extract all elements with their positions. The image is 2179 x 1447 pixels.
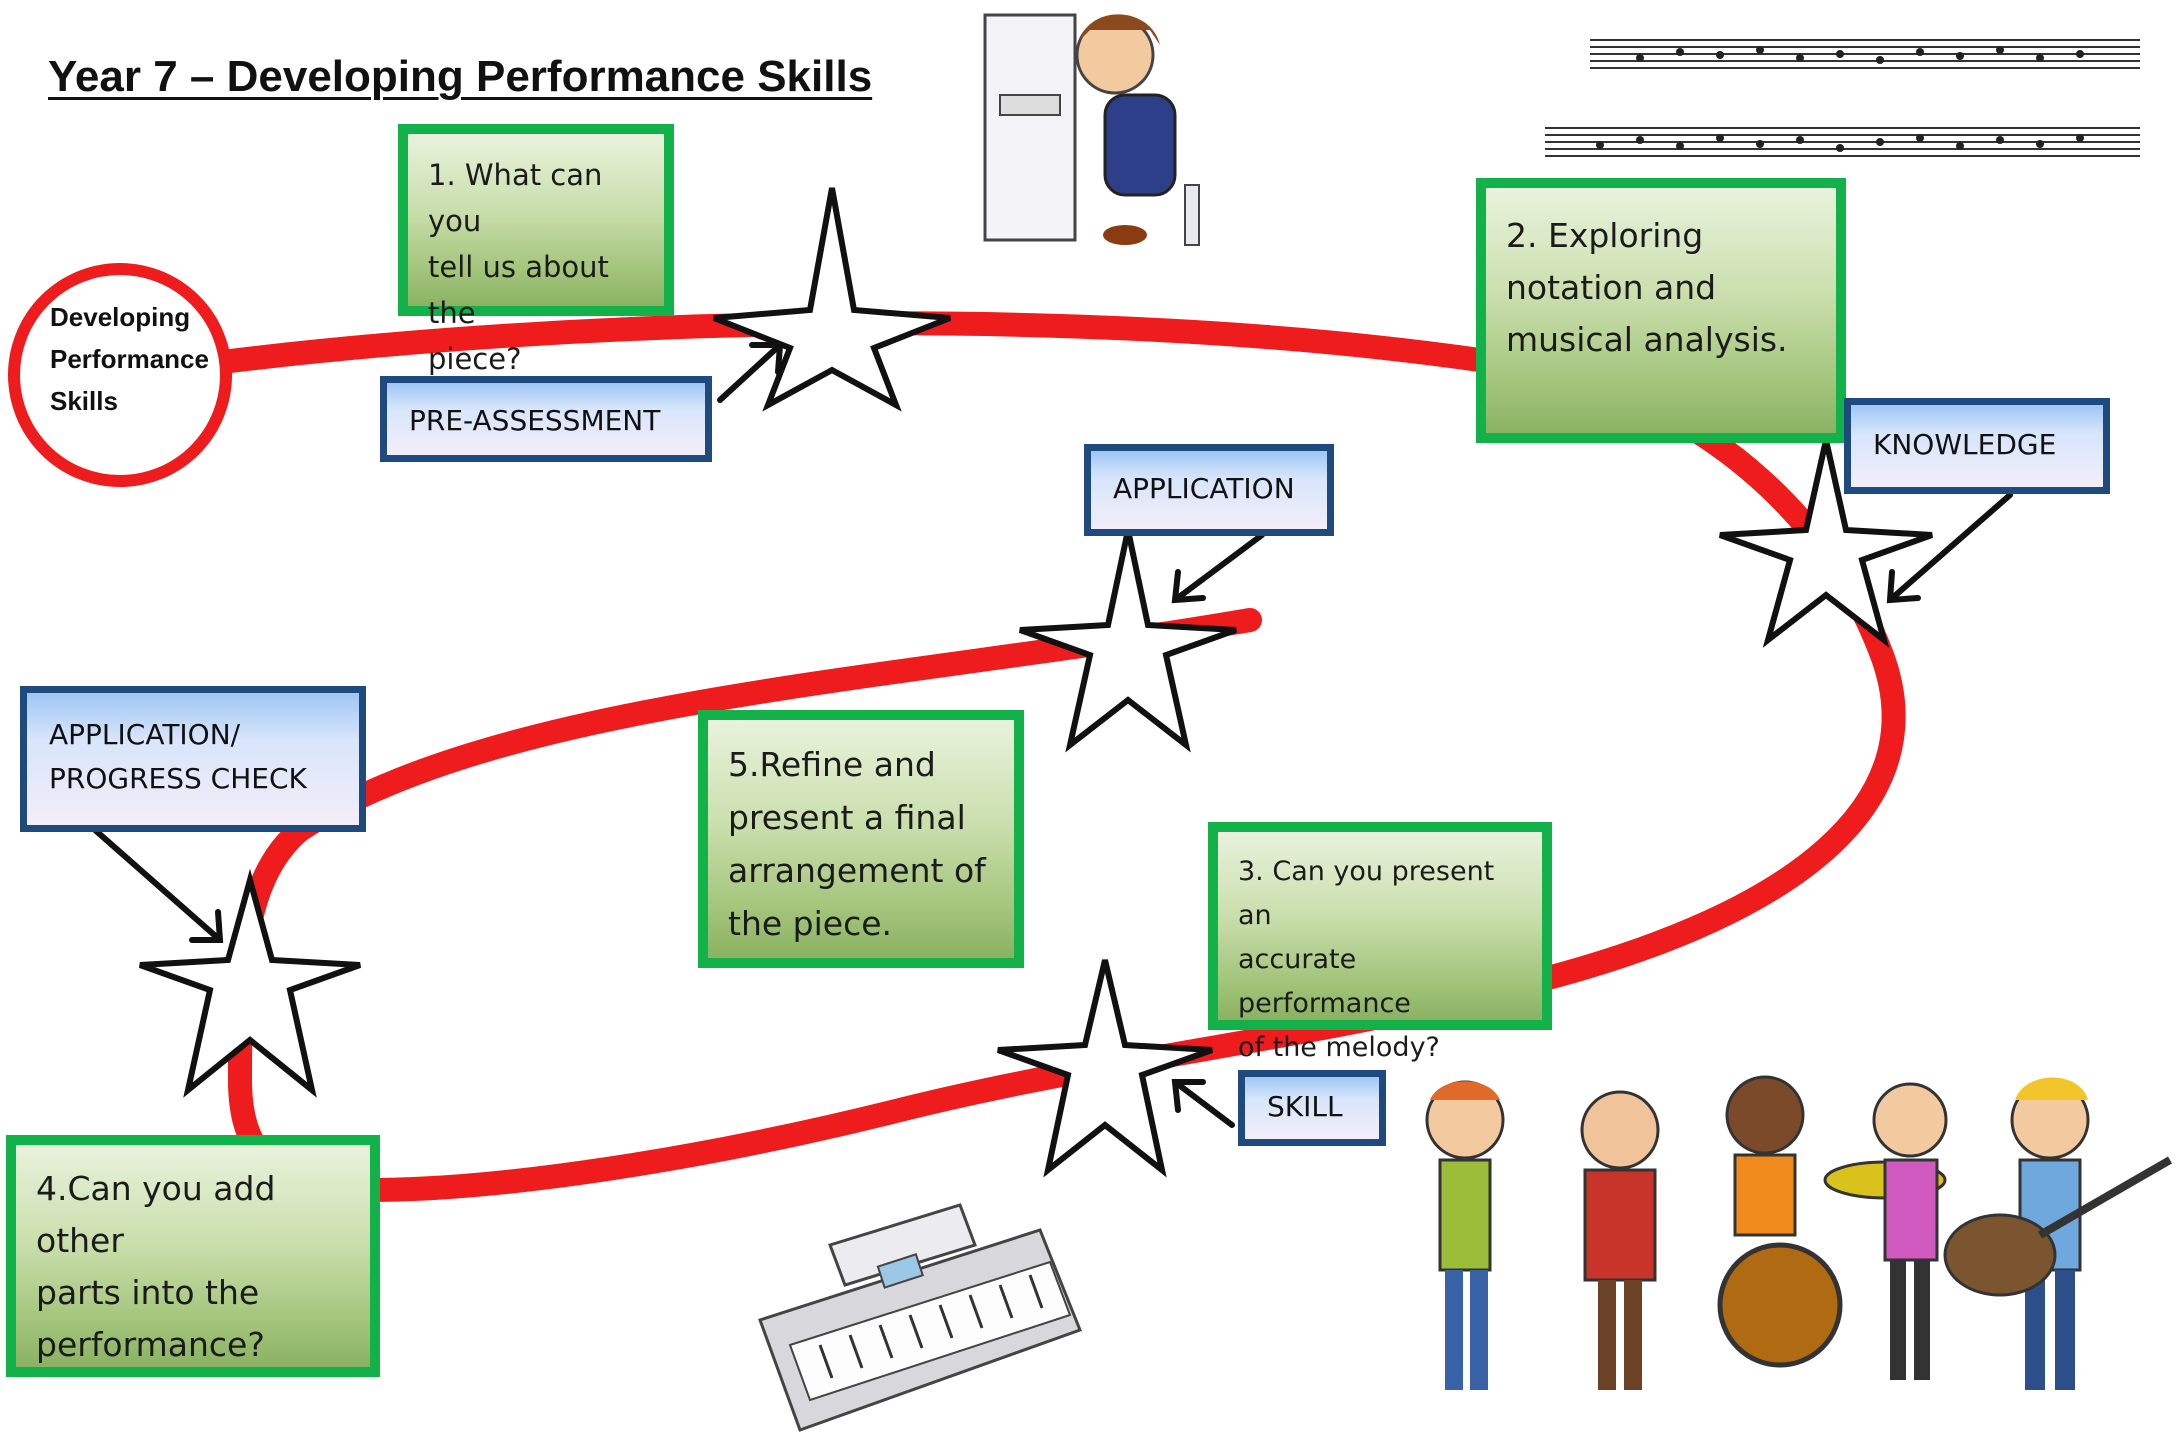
arrow-knowledge bbox=[1887, 492, 2013, 603]
stage-label-pre-assessment: PRE-ASSESSMENT bbox=[380, 376, 712, 462]
step-box-3: 3. Can you present an accurate performan… bbox=[1208, 822, 1552, 1063]
arrow-progress-check bbox=[92, 827, 223, 943]
arrow-pre-assessment bbox=[717, 342, 783, 403]
start-circle bbox=[8, 263, 232, 487]
star-icon bbox=[1718, 439, 1934, 648]
arrowhead bbox=[749, 342, 784, 375]
arrow-skill bbox=[1172, 1079, 1235, 1128]
star-icon bbox=[712, 187, 952, 412]
step-box-5: 5.Refine and present a final arrangement… bbox=[698, 710, 1024, 968]
arrow-application bbox=[1172, 532, 1265, 603]
stage-label-skill: SKILL bbox=[1238, 1070, 1386, 1146]
stage-label-application: APPLICATION bbox=[1084, 444, 1334, 536]
step-box-1: 1. What can you tell us about the piece? bbox=[398, 124, 674, 376]
step-box-2: 2. Exploring notation and musical analys… bbox=[1476, 178, 1846, 443]
page-title: Year 7 – Developing Performance Skills bbox=[48, 52, 873, 101]
band-illustration bbox=[1425, 1075, 2172, 1390]
start-label: Developing Performance Skills bbox=[50, 302, 209, 416]
sheet-music-icon bbox=[1545, 39, 2140, 157]
pianist-illustration bbox=[983, 13, 1200, 246]
arrowhead bbox=[1171, 569, 1206, 604]
arrowhead bbox=[189, 909, 224, 943]
stage-label-application-progress-check: APPLICATION/ PROGRESS CHECK bbox=[20, 686, 366, 832]
star-icon bbox=[138, 868, 362, 1098]
arrowhead bbox=[1886, 569, 1921, 604]
star-icon bbox=[1018, 529, 1238, 753]
star-icon bbox=[996, 959, 1214, 1178]
step-box-4: 4.Can you add other parts into the perfo… bbox=[6, 1135, 380, 1377]
keyboard-illustration bbox=[758, 1203, 1082, 1432]
stage-label-knowledge: KNOWLEDGE bbox=[1844, 398, 2110, 494]
arrowhead bbox=[1171, 1079, 1206, 1113]
